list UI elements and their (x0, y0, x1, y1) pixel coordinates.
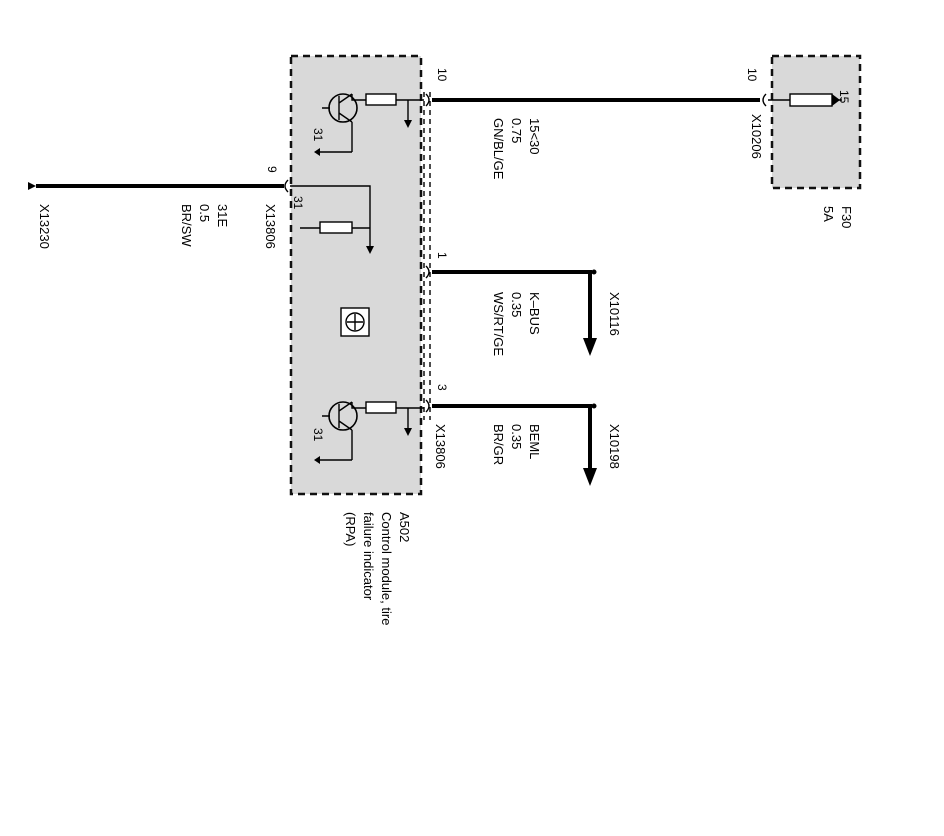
kbus-dot (591, 269, 597, 275)
pin-9: 9 (265, 166, 279, 173)
beml-signal: BEML (527, 424, 542, 459)
pin-10-fuse: 10 (745, 68, 759, 82)
beml-size: 0.35 (509, 424, 524, 449)
fuse-rating: 5A (821, 206, 836, 222)
beml-pin-arc (425, 399, 430, 413)
pin-3: 3 (435, 384, 449, 391)
ground-signal: 31E (215, 204, 230, 227)
module-box (289, 54, 423, 496)
power-pin-arc (425, 93, 430, 107)
kbus-arrow (583, 338, 597, 356)
beml-dot (591, 403, 597, 409)
ground-size: 0.5 (197, 204, 212, 222)
ground-color: BR/SW (179, 204, 194, 247)
power-signal: 15<30 (527, 118, 542, 155)
fuse-element (789, 93, 833, 107)
beml-color: BR/GR (491, 424, 506, 465)
ground-resistor (319, 221, 353, 234)
beml-dest: X10198 (607, 424, 622, 469)
kbus-size: 0.35 (509, 292, 524, 317)
ground-label-top: 31 (311, 128, 325, 142)
ground-label-bottom: 31 (311, 428, 325, 442)
fuse-id: F30 (839, 206, 854, 228)
fuse-box (770, 54, 862, 190)
module-connector-top: X13806 (263, 204, 278, 249)
module-desc-3: (RPA) (343, 512, 358, 546)
pin-1: 1 (435, 252, 449, 259)
transistor-bottom (314, 401, 424, 464)
transistor-top (314, 93, 424, 156)
fuse-pin-arc (762, 93, 767, 107)
module-connector-bottom: X13806 (433, 424, 448, 469)
ground-label-mid: 31 (291, 196, 305, 210)
beml-wire (432, 404, 592, 470)
kbus-color: WS/RT/GE (491, 292, 506, 356)
power-size: 0.75 (509, 118, 524, 143)
ground-pin-arc (284, 179, 289, 193)
kbus-wire (432, 270, 592, 340)
power-color: GN/BL/GE (491, 118, 506, 180)
module-id: A502 (397, 512, 412, 542)
pin-10-module: 10 (435, 68, 449, 82)
fuse-connector: X10206 (749, 114, 764, 159)
ground-left-end (28, 182, 36, 190)
beml-arrow (583, 468, 597, 486)
kbus-pin-arc (425, 265, 430, 279)
ground-connector-left: X13230 (37, 204, 52, 249)
pin-15-fuse: 15 (837, 90, 851, 104)
ground-arrow (366, 246, 374, 254)
module-desc-1: Control module, tire (379, 512, 394, 625)
sensor-symbol (340, 307, 370, 337)
module-desc-2: failure indicator (361, 512, 376, 601)
kbus-dest: X10116 (607, 292, 622, 336)
kbus-signal: K–BUS (527, 292, 542, 335)
fuse-tip (832, 94, 840, 106)
